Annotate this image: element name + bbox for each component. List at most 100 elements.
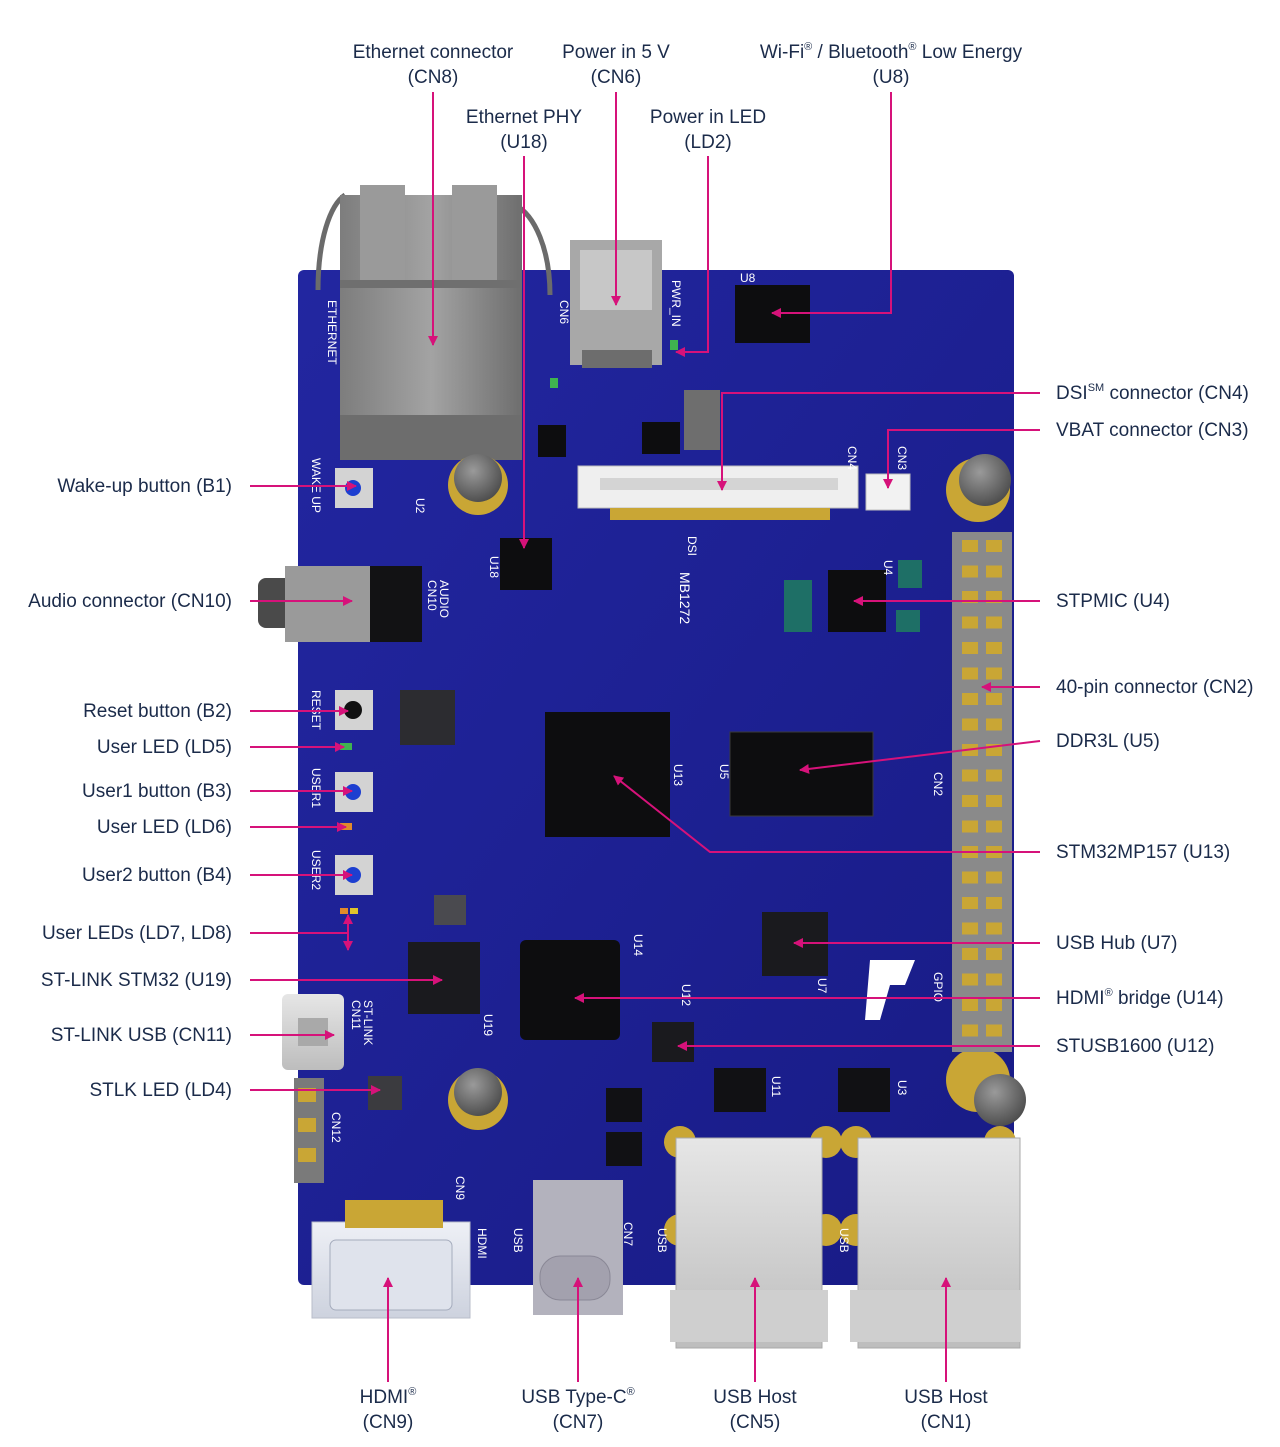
label-usb-hub: USB Hub (U7) xyxy=(1056,933,1178,954)
silk-u2: U2 xyxy=(413,498,427,514)
label-ethernet-connector-title: Ethernet connector xyxy=(352,42,514,63)
misc-chip xyxy=(684,390,720,450)
misc-chip xyxy=(606,1132,642,1166)
label-usb-host-cn1: USB Host (CN1) xyxy=(876,1385,1016,1435)
gpio-header xyxy=(952,532,1012,1052)
label-hdmi-cn9: HDMI® (CN9) xyxy=(318,1385,458,1435)
stlink-mcu-chip xyxy=(408,942,480,1014)
label-audio-connector: Audio connector (CN10) xyxy=(28,591,232,612)
hdmi-connector xyxy=(311,1200,471,1319)
label-dsi-b: connector (CN4) xyxy=(1104,383,1249,404)
silk-usb-c: USB xyxy=(511,1228,525,1253)
gpio-pin xyxy=(962,795,978,807)
silk-u12: U12 xyxy=(679,984,693,1006)
usb-host-cn5 xyxy=(664,1126,842,1349)
label-stlink-usb: ST-LINK USB (CN11) xyxy=(50,1025,232,1046)
gpio-pin xyxy=(986,922,1002,935)
label-usb-host-cn5-title: USB Host xyxy=(713,1387,797,1408)
label-usb-host-cn1-ref: (CN1) xyxy=(920,1412,972,1433)
silk-cn7: CN7 xyxy=(621,1222,635,1246)
silk-u3: U3 xyxy=(895,1080,909,1096)
gpio-pin xyxy=(986,1024,1002,1037)
label-power-led-ref: (LD2) xyxy=(684,132,732,153)
misc-chip xyxy=(400,690,455,745)
label-eth-phy-title: Ethernet PHY xyxy=(465,107,583,128)
label-stm32mp157: STM32MP157 (U13) xyxy=(1056,842,1231,863)
silk-u19: U19 xyxy=(481,1014,495,1036)
gpio-pin xyxy=(986,565,1002,578)
gpio-pin xyxy=(962,973,978,986)
hdmi-bridge-chip xyxy=(520,940,620,1040)
gpio-pin xyxy=(962,999,978,1011)
silk-cn3: CN3 xyxy=(895,446,909,470)
label-wifi-ref: (U8) xyxy=(872,67,910,88)
label-hdmi-bridge-b: bridge (U14) xyxy=(1112,988,1224,1009)
gpio-pin xyxy=(962,667,978,680)
silk-u11: U11 xyxy=(769,1076,783,1097)
gpio-pin xyxy=(986,795,1002,807)
silk-user1: USER1 xyxy=(309,768,323,808)
label-wifi-part3: Low Energy xyxy=(916,42,1023,63)
st-logo xyxy=(865,960,915,1020)
label-usb-host-cn5: USB Host (CN5) xyxy=(685,1385,825,1435)
gpio-pin xyxy=(986,642,1002,654)
audio-jack xyxy=(258,566,422,642)
silk-cn9: CN9 xyxy=(453,1176,467,1200)
leader-cn3 xyxy=(883,429,1040,489)
gpio-pin xyxy=(986,871,1002,884)
leader-cn4 xyxy=(717,392,1040,491)
gpio-pin xyxy=(962,871,978,884)
ddr-chip xyxy=(729,731,874,817)
label-power-led-title: Power in LED xyxy=(649,107,767,128)
label-hdmi-cn9-a: HDMI xyxy=(359,1387,409,1408)
gpio-pin xyxy=(986,897,1002,909)
silk-u8: U8 xyxy=(740,271,756,285)
gpio-pin xyxy=(962,565,978,578)
label-stpmic: STPMIC (U4) xyxy=(1056,591,1170,612)
misc-chip xyxy=(898,560,922,588)
gpio-pin xyxy=(962,769,978,782)
label-power-led: Power in LED (LD2) xyxy=(628,105,788,155)
label-power-in: Power in 5 V (CN6) xyxy=(536,40,696,90)
leader-u5 xyxy=(799,740,1041,774)
silk-u14: U14 xyxy=(631,934,645,956)
label-dsi-connector: DSISM connector (CN4) xyxy=(1056,381,1249,406)
label-usb-typec-a: USB Type-C xyxy=(521,1387,627,1408)
silk-u13: U13 xyxy=(671,764,685,786)
mpu-chip xyxy=(545,712,670,837)
gpio-pin xyxy=(962,718,978,731)
led-ld8 xyxy=(350,908,358,914)
gpio-pin xyxy=(986,820,1002,833)
label-stlk-led: STLK LED (LD4) xyxy=(89,1080,232,1101)
gpio-pin xyxy=(986,769,1002,782)
leader-u13 xyxy=(613,775,1040,853)
misc-chip xyxy=(606,1088,642,1122)
label-40pin-connector: 40-pin connector (CN2) xyxy=(1056,677,1254,698)
silk-cn2: CN2 xyxy=(931,772,945,796)
gpio-pin xyxy=(986,667,1002,680)
label-vbat-connector: VBAT connector (CN3) xyxy=(1056,420,1249,441)
gpio-pin xyxy=(962,820,978,833)
label-dsi-sm: SM xyxy=(1087,381,1105,394)
silk-ethernet: ETHERNET xyxy=(325,300,339,365)
silk-cn6: CN6 xyxy=(557,300,571,324)
label-ddr3l: DDR3L (U5) xyxy=(1056,731,1160,752)
gpio-pin xyxy=(962,1024,978,1037)
silk-u18: U18 xyxy=(487,556,501,578)
gpio-pin xyxy=(986,948,1002,960)
label-hdmi-bridge-a: HDMI xyxy=(1056,988,1105,1009)
label-user-led-ld5: User LED (LD5) xyxy=(96,737,232,758)
silk-usb-cn5: USB xyxy=(655,1228,669,1253)
u11-chip xyxy=(714,1068,766,1112)
silk-u5: U5 xyxy=(717,764,731,780)
label-reset-button: Reset button (B2) xyxy=(83,701,232,722)
ethernet-phy-chip xyxy=(500,538,552,590)
label-wifi-reg2: ® xyxy=(908,40,917,53)
silk-audio-cn: CN10 xyxy=(425,580,439,611)
label-usb-typec: USB Type-C® (CN7) xyxy=(493,1385,663,1435)
gpio-pin xyxy=(986,693,1002,705)
misc-chip xyxy=(642,422,680,454)
label-user1-button: User1 button (B3) xyxy=(82,781,232,802)
